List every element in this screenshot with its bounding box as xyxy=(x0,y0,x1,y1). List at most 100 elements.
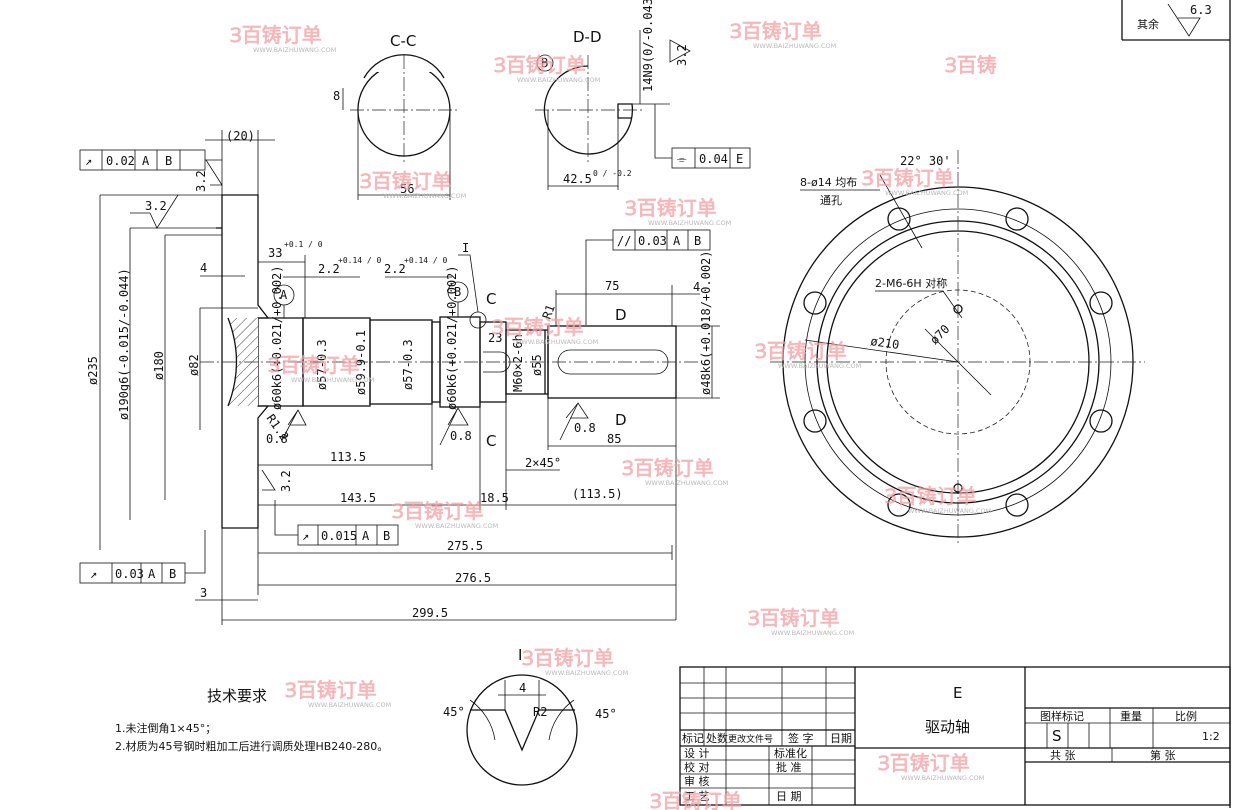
rev-header: 标记 xyxy=(682,731,704,745)
width-tol: 0 / -0.2 xyxy=(593,169,632,178)
svg-text:WWW.BAIZHUWANG.COM: WWW.BAIZHUWANG.COM xyxy=(415,522,498,530)
role-label: 批 准 xyxy=(776,760,802,774)
dim-text: 75 xyxy=(605,279,619,293)
role-label: 工 艺 xyxy=(684,790,710,803)
gdt-frame-runout-1: ↗ 0.02 A B xyxy=(79,149,222,171)
total-sheets: 共 张 xyxy=(1050,749,1076,762)
svg-text:Ɜ百铸订单: Ɜ百铸订单 xyxy=(755,339,847,363)
weight-label: 重量 xyxy=(1120,709,1142,723)
svg-text:Ɜ百铸订单: Ɜ百铸订单 xyxy=(230,23,322,47)
svg-text:WWW.BAIZHUWANG.COM: WWW.BAIZHUWANG.COM xyxy=(308,701,391,709)
roughness-value: 3.2 xyxy=(145,199,167,213)
svg-text:Ɜ百铸订单: Ɜ百铸订单 xyxy=(522,646,614,670)
dim-text: ø57-0.3 xyxy=(315,339,329,390)
dim-text: ø235 xyxy=(86,356,100,385)
roughness-value: 0.8 xyxy=(266,432,288,446)
svg-text:Ɜ百铸订单: Ɜ百铸订单 xyxy=(878,751,970,775)
technical-requirements: 技术要求 1.未注倒角1×45°； 2.材质为45号钢时粗加工后进行调质处理HB… xyxy=(115,687,388,753)
section-mark: D xyxy=(615,306,627,324)
role-label: 设 计 xyxy=(684,747,710,760)
detail-title: I xyxy=(518,646,522,664)
tolerance-value: 0.015 xyxy=(321,529,357,543)
dim-text: ø190g6(-0.015/-0.044) xyxy=(117,268,131,420)
role-label: 审 核 xyxy=(684,774,710,788)
svg-text:WWW.BAIZHUWANG.COM: WWW.BAIZHUWANG.COM xyxy=(645,479,728,487)
part-name: 驱动轴 xyxy=(925,718,970,736)
stage-label: 图样标记 xyxy=(1040,709,1084,723)
dim-text: 2.2 xyxy=(318,262,340,276)
datum-ref: E xyxy=(736,152,743,166)
rev-header: 日期 xyxy=(830,732,852,745)
svg-text:WWW.BAIZHUWANG.COM: WWW.BAIZHUWANG.COM xyxy=(515,338,598,346)
dim-text: 18.5 xyxy=(480,491,509,505)
svg-text:Ɜ百铸: Ɜ百铸 xyxy=(945,53,997,77)
dim-text: M60×2-6h xyxy=(511,334,525,392)
role-label: 标准化 xyxy=(774,746,807,760)
datum-ref: B xyxy=(383,529,390,543)
stage-value: S xyxy=(1052,727,1062,745)
roughness-value: 3.2 xyxy=(194,170,208,192)
roughness-value: 0.8 xyxy=(450,429,472,443)
scale-label: 比例 xyxy=(1175,709,1197,723)
datum-ref: A xyxy=(142,154,150,168)
svg-text:Ɜ百铸订单: Ɜ百铸订单 xyxy=(285,678,377,702)
section-d-d: D-D B 42.5 0 / -0.2 14N9(0/-0.043) 3.2 xyxy=(535,0,691,190)
other-surfaces-label: 其余 xyxy=(1137,17,1159,31)
dim-text: ø60k6(+0.021/+0.002) xyxy=(445,266,459,411)
dim-tol: +0.1 / 0 xyxy=(284,240,323,249)
bolt-holes xyxy=(803,207,1113,517)
dim-text: ø59.9-0.1 xyxy=(354,330,368,395)
rev-header: 处数 xyxy=(706,732,728,745)
drawing-frame xyxy=(1121,0,1231,808)
parallelism-icon: // xyxy=(617,234,631,248)
datum-ref: B xyxy=(165,154,172,168)
roughness-value: 0.8 xyxy=(574,421,596,435)
section-mark: D xyxy=(615,411,627,429)
dim-text: 113.5 xyxy=(330,450,366,464)
main-view-dimensions: (20) 3.2 3.2 ø235 ø190g6(-0.015/-0.044) … xyxy=(86,129,720,625)
datum-ref: B xyxy=(169,567,176,581)
dim-text: 4 xyxy=(519,681,526,695)
tech-title: 技术要求 xyxy=(207,687,267,705)
datum-ref: A xyxy=(673,234,681,248)
dim-tol: +0.14 / 0 xyxy=(404,256,448,265)
threads-note: 2-M6-6H 对称 xyxy=(875,276,947,290)
dim-text: R2 xyxy=(533,705,547,719)
svg-text:WWW.BAIZHUWANG.COM: WWW.BAIZHUWANG.COM xyxy=(253,46,336,54)
section-title: D-D xyxy=(573,28,602,46)
runout-icon: ↗ xyxy=(85,154,92,168)
detail-i: I 4 R2 45° 45° xyxy=(443,646,617,786)
tolerance-value: 0.04 xyxy=(699,152,728,166)
svg-text:WWW.BAIZHUWANG.COM: WWW.BAIZHUWANG.COM xyxy=(885,189,968,197)
watermark-logo: Ɜ百铸 xyxy=(945,53,997,77)
scale-value: 1:2 xyxy=(1202,730,1220,743)
dim-text: 4 xyxy=(693,280,700,294)
drawing-code: E xyxy=(953,684,962,702)
gdt-frame-runout-2: ↗ 0.015 A B xyxy=(274,500,399,546)
section-title: C-C xyxy=(390,32,416,50)
dim-text: 3 xyxy=(200,586,207,600)
svg-text:Ɜ百铸订单: Ɜ百铸订单 xyxy=(392,499,484,523)
datum-b-label: B xyxy=(541,56,548,70)
roughness-value: 6.3 xyxy=(1190,3,1212,17)
section-mark: C xyxy=(486,290,496,308)
dim-text: ø180 xyxy=(152,351,166,380)
dim-text: 276.5 xyxy=(455,571,491,585)
svg-text:WWW.BAIZHUWANG.COM: WWW.BAIZHUWANG.COM xyxy=(901,774,984,782)
svg-text:Ɜ百铸订单: Ɜ百铸订单 xyxy=(862,166,954,190)
svg-text:Ɜ百铸订单: Ɜ百铸订单 xyxy=(268,353,360,377)
section-c-c: C-C 8 56 xyxy=(333,32,460,200)
svg-text:Ɜ百铸订单: Ɜ百铸订单 xyxy=(494,53,586,77)
watermark-logo: Ɜ百铸订单 xyxy=(650,789,742,810)
dim-text: 143.5 xyxy=(340,491,376,505)
dim-tol: +0.14 / 0 xyxy=(338,256,382,265)
dim-text: (20) xyxy=(226,129,255,143)
